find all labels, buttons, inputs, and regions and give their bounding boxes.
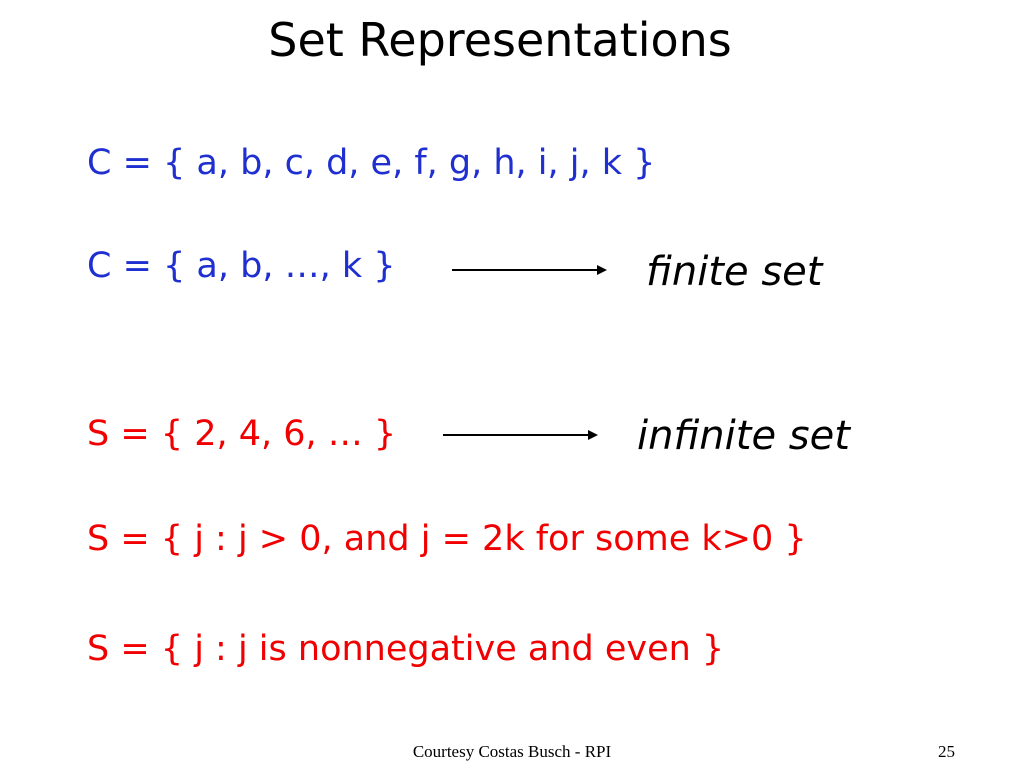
set-c-abbreviated: C = { a, b, …, k } (87, 246, 396, 286)
slide-title: Set Representations (268, 13, 732, 67)
set-s-elements: S = { 2, 4, 6, … } (87, 414, 397, 454)
set-s-condition: S = { j : j > 0, and j = 2k for some k>0… (87, 519, 807, 559)
set-c-full-listing: C = { a, b, c, d, e, f, g, h, i, j, k } (87, 143, 656, 183)
arrow-head (588, 430, 598, 440)
arrow-to-finite-label (452, 260, 607, 280)
finite-set-label: finite set (646, 249, 823, 295)
infinite-set-label: infinite set (637, 413, 850, 459)
footer-credit: Courtesy Costas Busch - RPI (412, 742, 612, 761)
arrow-to-infinite-label (443, 425, 598, 445)
arrow-shaft (443, 434, 588, 436)
arrow-shaft (452, 269, 597, 271)
set-s-description: S = { j : j is nonnegative and even } (87, 629, 725, 669)
arrow-head (597, 265, 607, 275)
page-number: 25 (938, 742, 955, 761)
